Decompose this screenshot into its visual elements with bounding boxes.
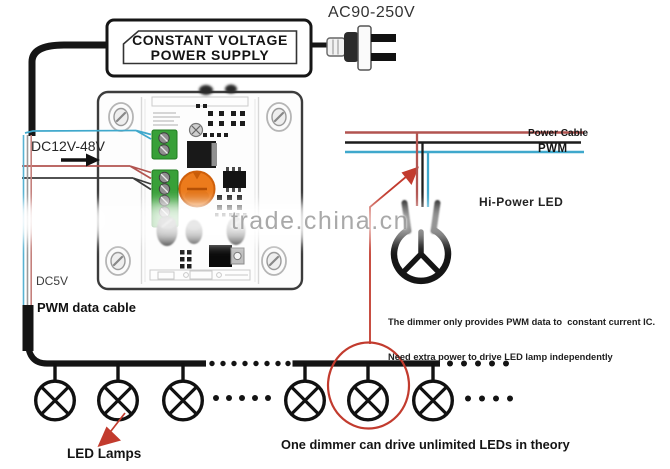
lamp-symbol xyxy=(34,361,76,422)
power-supply-box xyxy=(105,18,313,78)
silkscreen-marks xyxy=(157,270,248,280)
ac-plug-icon xyxy=(311,25,396,71)
pwm-data-cable-wires xyxy=(22,135,33,306)
led-lamps-label: LED Lamps xyxy=(67,446,142,461)
dimmer-note: The dimmer only provides PWM data to con… xyxy=(388,294,655,375)
pwm-label: PWM xyxy=(538,143,568,155)
one-dimmer-note-label: One dimmer can drive unlimited LEDs in t… xyxy=(281,437,570,452)
lamp-symbol xyxy=(284,361,327,422)
dc5v-label: DC5V xyxy=(36,274,69,288)
dc-power-cable xyxy=(28,41,109,136)
pwm-data-cable-label: PWM data cable xyxy=(37,300,136,315)
corner-screws xyxy=(105,102,292,276)
dimmer-note-line1: The dimmer only provides PWM data to con… xyxy=(388,317,656,327)
lamp-symbol xyxy=(96,361,139,422)
potentiometer-knob xyxy=(178,170,216,208)
dimmer-note-line2: Need extra power to drive LED lamp indep… xyxy=(388,351,613,362)
power-supply-label: CONSTANT VOLTAGE POWER SUPPLY xyxy=(123,33,297,63)
led-junction-wires xyxy=(345,131,584,207)
hi-power-led-label: Hi-Power LED xyxy=(479,195,564,209)
dc-input-arrow xyxy=(61,153,100,167)
led-lamps-arrow xyxy=(97,412,126,447)
transistor xyxy=(209,245,245,267)
led-lamp-symbols xyxy=(34,361,455,422)
dimmer-module xyxy=(96,84,304,291)
ac-voltage-label: AC90-250V xyxy=(328,4,416,21)
silkscreen-text xyxy=(153,112,180,126)
power-supply-label-line1: CONSTANT VOLTAGE xyxy=(132,32,288,48)
lamp-symbol xyxy=(412,361,455,422)
input-wires xyxy=(22,129,152,191)
terminal-block-top xyxy=(151,129,178,160)
hi-power-led-symbol xyxy=(390,200,452,285)
power-supply-label-line2: POWER SUPPLY xyxy=(150,47,270,63)
lamp-symbol xyxy=(161,361,204,422)
dc-voltage-label: DC12V-48V xyxy=(31,138,105,154)
lamp-symbol xyxy=(347,361,390,422)
power-cable-label: Power Cable xyxy=(528,128,589,139)
